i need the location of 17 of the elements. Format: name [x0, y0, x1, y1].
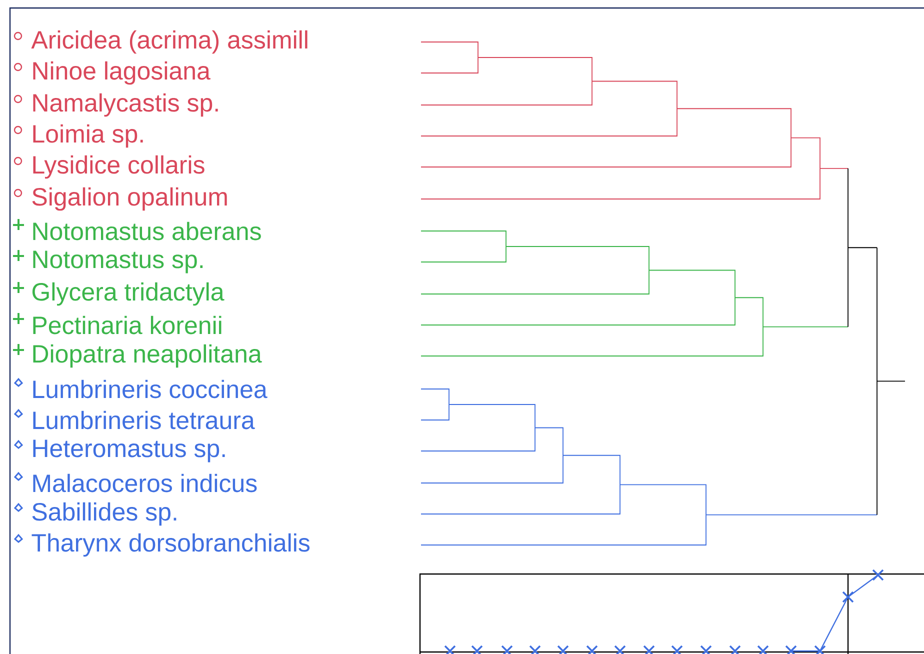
species-label: Notomastus sp.	[33, 250, 203, 274]
species-label: Tharynx dorsobranchialis	[32, 533, 310, 557]
species-label: Ninoe lagosiana	[33, 61, 210, 85]
species-label: Malacoceros indicus	[33, 474, 257, 492]
species-label: Sigalion opalinum	[32, 187, 227, 211]
species-label: Loimia sp.	[33, 124, 143, 148]
species-label: Pectinaria korenii	[33, 316, 222, 334]
species-label: Glycera tridactyla	[32, 282, 224, 306]
species-label: Aricidea (acrima) assimill	[31, 30, 308, 54]
species-label: Heteromastus sp.	[33, 440, 225, 462]
species-label: Diopatra neapolitana	[33, 344, 262, 368]
species-label: Notomastus aberans	[33, 222, 261, 240]
species-label: Lumbrineris coccinea	[33, 380, 268, 398]
species-label: Namalycastis sp.	[33, 93, 218, 117]
species-label: Sabillides sp.	[32, 502, 176, 526]
species-label: Lysidice collaris	[33, 155, 204, 179]
species-label: Lumbrineris tetraura	[33, 410, 255, 430]
